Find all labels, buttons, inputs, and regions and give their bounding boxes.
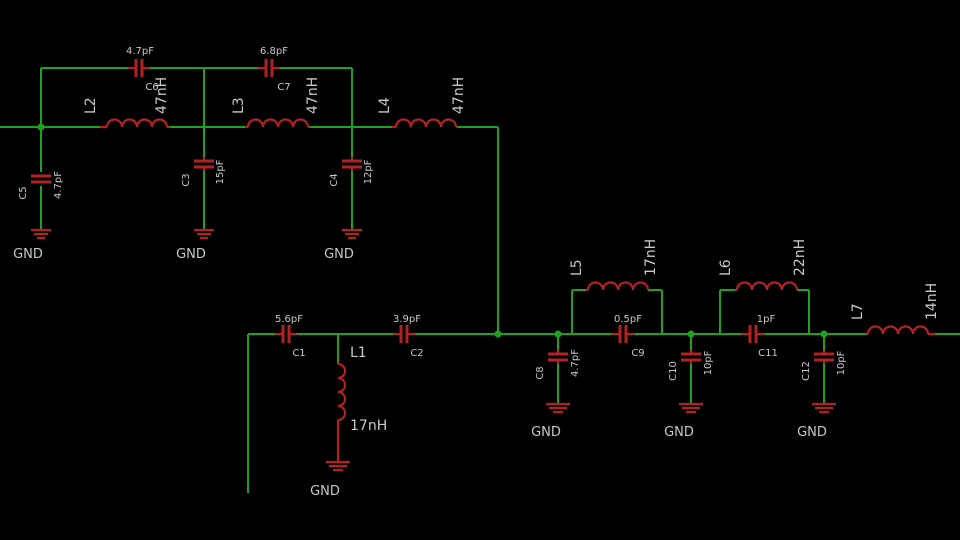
capacitor-name-label: C3 [181, 173, 192, 186]
capacitor-value-label: 4.7pF [126, 46, 154, 57]
inductor-name-label: L6 [718, 259, 734, 276]
junction-dot [820, 330, 828, 338]
inductor-value-label: 47nH [154, 77, 170, 114]
wires [0, 67, 960, 493]
gnd-label: GND [324, 247, 354, 262]
capacitor-name-label: C6 [145, 82, 158, 93]
capacitor-C6[interactable] [128, 59, 150, 77]
ground-symbol [194, 228, 214, 240]
capacitor-name-label: C8 [535, 366, 546, 379]
capacitor-C5[interactable] [31, 174, 51, 184]
capacitor-name-label: C7 [277, 82, 290, 93]
gnd-label: GND [531, 425, 561, 440]
junction-dot [494, 330, 502, 338]
gnd-label: GND [664, 425, 694, 440]
capacitor-value-label: 10pF [703, 350, 714, 375]
capacitor-C9[interactable] [612, 325, 634, 343]
capacitor-value-label: 4.7pF [570, 349, 581, 377]
capacitor-value-label: 3.9pF [393, 314, 421, 325]
inductor-value-label: 22nH [792, 239, 808, 276]
capacitor-C2[interactable] [393, 325, 415, 343]
ground-symbol [326, 460, 350, 472]
junction-dot [687, 330, 695, 338]
capacitor-C7[interactable] [258, 59, 280, 77]
capacitor-C11[interactable] [742, 325, 764, 343]
capacitor-name-label: C4 [329, 173, 340, 186]
capacitor-value-label: 10pF [836, 350, 847, 375]
capacitor-name-label: C2 [410, 348, 423, 359]
capacitor-C8[interactable] [548, 350, 568, 364]
inductor-L7[interactable] [866, 325, 935, 336]
gnd-label: GND [797, 425, 827, 440]
gnd-label: GND [13, 247, 43, 262]
capacitor-name-label: C5 [18, 186, 29, 199]
junction-dot [554, 330, 562, 338]
junctions [37, 123, 828, 338]
capacitor-value-label: 15pF [215, 159, 226, 184]
capacitor-name-label: C10 [668, 361, 679, 381]
inductor-value-label: 17nH [643, 239, 659, 276]
capacitor-value-label: 12pF [363, 159, 374, 184]
inductor-name-label: L1 [350, 345, 367, 361]
inductor-value-label: 17nH [350, 418, 387, 434]
inductor-value-label: 14nH [924, 283, 940, 320]
capacitor-value-label: 4.7pF [53, 171, 64, 199]
inductor-L6[interactable] [735, 281, 799, 292]
capacitor-value-label: 0.5pF [614, 314, 642, 325]
capacitor-value-label: 5.6pF [275, 314, 303, 325]
gnd-label: GND [176, 247, 206, 262]
capacitor-C4[interactable] [342, 157, 362, 171]
inductor-value-label: 47nH [305, 77, 321, 114]
capacitor-C1[interactable] [275, 325, 297, 343]
capacitor-name-label: C11 [758, 348, 778, 359]
capacitor-C12[interactable] [814, 350, 834, 364]
ground-symbol [31, 228, 51, 240]
inductor-value-label: 47nH [451, 77, 467, 114]
capacitor-name-label: C12 [801, 361, 812, 381]
gnd-label: GND [310, 484, 340, 499]
ground-symbol [679, 402, 703, 414]
inductor-name-label: L2 [83, 97, 99, 114]
inductor-L1[interactable] [336, 362, 347, 462]
capacitor-C10[interactable] [681, 350, 701, 364]
capacitor-name-label: C9 [631, 348, 644, 359]
ground-symbol [812, 402, 836, 414]
capacitor-name-label: C1 [292, 348, 305, 359]
inductor-name-label: L3 [231, 97, 247, 114]
capacitor-C3[interactable] [194, 157, 214, 171]
ground-symbol [342, 228, 362, 240]
junction-dot [37, 123, 45, 131]
inductor-name-label: L5 [569, 259, 585, 276]
inductor-L4[interactable] [392, 118, 458, 129]
inductor-name-label: L4 [377, 97, 393, 114]
inductor-L5[interactable] [586, 281, 650, 292]
inductor-name-label: L7 [850, 303, 866, 320]
capacitor-value-label: 1pF [757, 314, 776, 325]
inductor-L2[interactable] [100, 118, 170, 129]
inductor-L3[interactable] [245, 118, 310, 129]
ground-symbol [546, 402, 570, 414]
capacitor-value-label: 6.8pF [260, 46, 288, 57]
